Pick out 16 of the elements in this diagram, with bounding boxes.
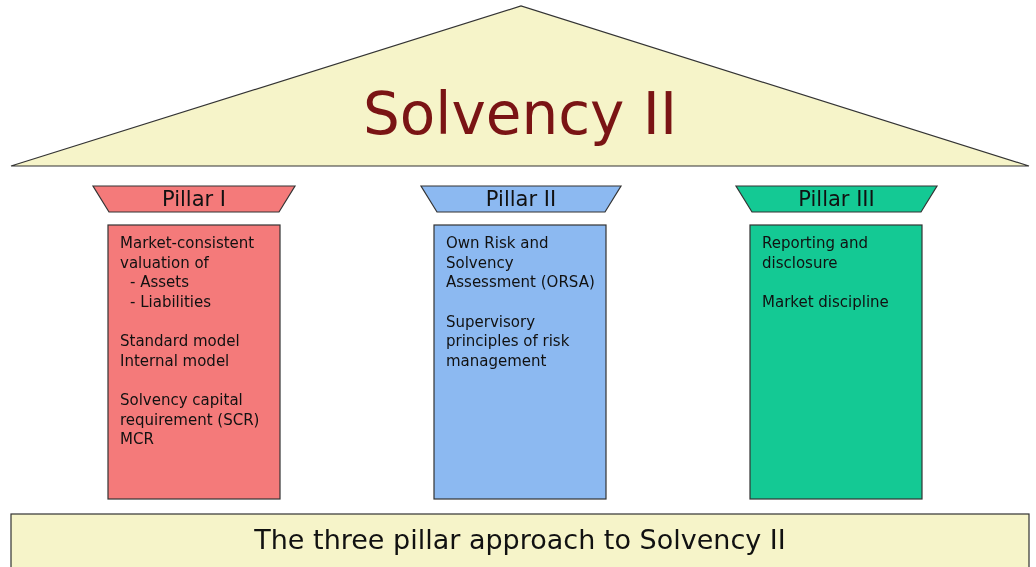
- pillar-item: Market discipline: [762, 293, 889, 313]
- pillar-item: MCR: [120, 430, 154, 450]
- pillar-item: Market-consistent valuation of: [120, 234, 256, 273]
- pillar-heading: Pillar I: [161, 186, 227, 213]
- pillar-item: Standard model: [120, 332, 240, 352]
- pillar-item: - Liabilities: [129, 292, 211, 312]
- base-label: The three pillar approach to Solvency II: [254, 523, 786, 557]
- pillar-heading: Pillar II: [485, 186, 557, 213]
- pillar-item: Solvency capital requirement (SCR): [120, 391, 261, 430]
- roof-label: Solvency II: [362, 79, 677, 150]
- pillar-item: Reporting and disclosure: [762, 234, 869, 273]
- pillar-item: Own Risk and Solvency Assessment (ORSA): [446, 234, 596, 293]
- pillar-item: Internal model: [120, 351, 230, 371]
- pillar-item: - Assets: [129, 273, 189, 293]
- pillar-item: Supervisory principles of risk management: [446, 312, 571, 371]
- pillar-heading: Pillar III: [798, 186, 875, 213]
